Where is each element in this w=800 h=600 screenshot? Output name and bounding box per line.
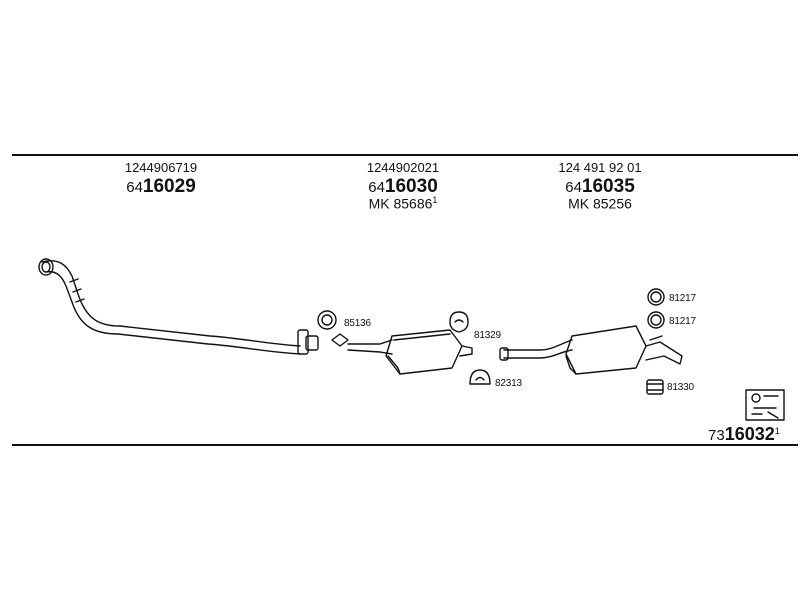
oem-number-center-muffler: 1244902021 bbox=[366, 160, 440, 175]
label-clamp-85136: 85136 bbox=[344, 318, 371, 329]
label-ring-81217-a: 81217 bbox=[669, 293, 696, 304]
oem-number-front-pipe: 1244906719 bbox=[124, 160, 198, 175]
mount-icon bbox=[646, 379, 664, 395]
part-number-rear-muffler: 6416035 bbox=[530, 176, 670, 198]
kit-icon bbox=[745, 389, 785, 421]
oem-number-rear-muffler: 124 491 92 01 bbox=[558, 160, 642, 175]
part-main: 16030 bbox=[384, 176, 438, 197]
part-number-front-pipe: 6416029 bbox=[91, 176, 231, 198]
mk-text: MK 85686 bbox=[368, 195, 433, 212]
center-muffler bbox=[347, 329, 473, 375]
clamp-ring-icon bbox=[317, 310, 337, 330]
gasket-icon bbox=[331, 333, 349, 347]
top-rule bbox=[12, 154, 798, 156]
label-mount-81330: 81330 bbox=[667, 382, 694, 393]
part-main: 16035 bbox=[581, 176, 635, 197]
rear-muffler bbox=[499, 325, 683, 375]
front-pipe bbox=[38, 258, 319, 355]
part-number-center-muffler: 6416030 bbox=[333, 176, 473, 198]
label-hanger-81329: 81329 bbox=[474, 330, 501, 341]
ring-icon-2 bbox=[647, 311, 665, 329]
part-prefix: 64 bbox=[368, 179, 385, 196]
mk-text: MK 85256 bbox=[568, 195, 632, 212]
mk-number-center-muffler: MK 856861 bbox=[333, 195, 473, 212]
part-prefix: 64 bbox=[565, 179, 582, 196]
kit-sup: 1 bbox=[774, 426, 780, 436]
ring-icon-1 bbox=[647, 288, 665, 306]
mk-sup: 1 bbox=[432, 195, 438, 205]
hanger-icon bbox=[449, 311, 469, 333]
label-ring-81217-b: 81217 bbox=[669, 316, 696, 327]
part-main: 16029 bbox=[142, 176, 196, 197]
part-prefix: 64 bbox=[126, 179, 143, 196]
kit-main: 16032 bbox=[724, 424, 775, 444]
kit-number: 73160321 bbox=[708, 424, 780, 445]
kit-prefix: 73 bbox=[708, 427, 725, 444]
mk-number-rear-muffler: MK 85256 bbox=[530, 195, 670, 212]
label-hanger-82313: 82313 bbox=[495, 378, 522, 389]
hanger-icon-b bbox=[469, 369, 491, 385]
bottom-rule bbox=[12, 444, 798, 446]
